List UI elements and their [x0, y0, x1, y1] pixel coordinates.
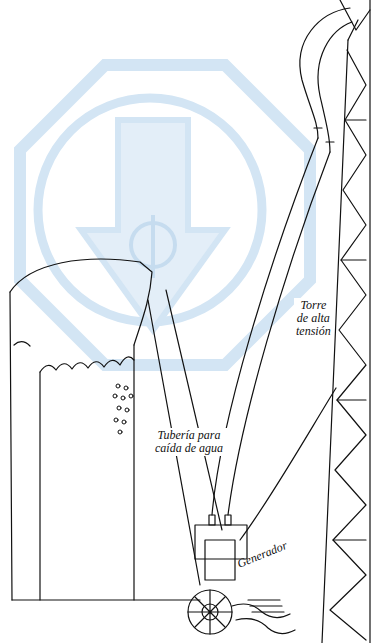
generator-label: Generador [233, 537, 291, 572]
watermark-logo [20, 65, 310, 365]
line-art [10, 0, 370, 643]
pipe-label: Tubería para caída de agua [150, 428, 228, 456]
tower-label: Torre de alta tensión [294, 298, 333, 339]
